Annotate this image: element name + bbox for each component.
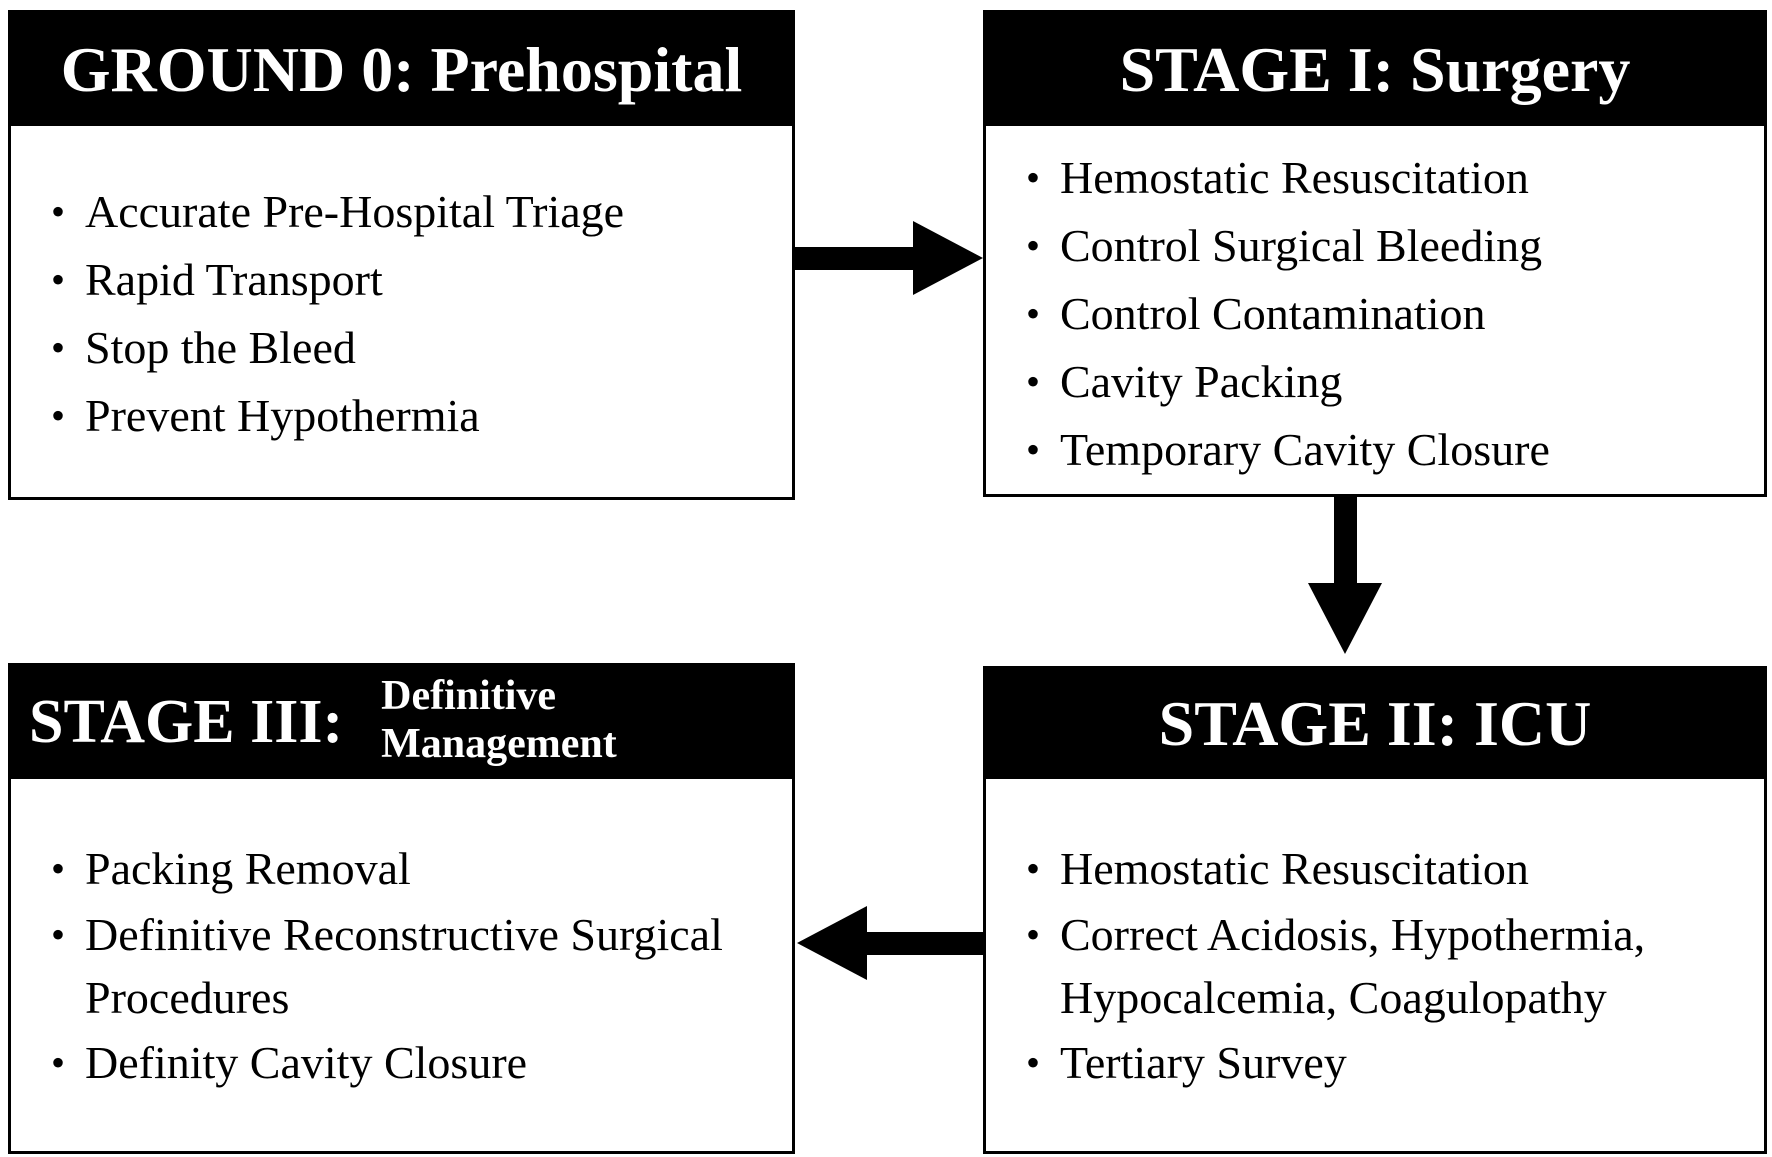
arrow-down-icon [1308, 497, 1382, 654]
arrow-left-head [797, 906, 867, 980]
bullet-icon: • [51, 912, 66, 957]
list-item-text: Packing Removal [85, 843, 411, 894]
list-item-text: Accurate Pre-Hospital Triage [85, 186, 625, 237]
list-item-text: Hemostatic Resuscitation [1060, 152, 1529, 203]
arrow-right-head [913, 221, 983, 295]
bullet-icon: • [1026, 1040, 1041, 1085]
list-item: • Hemostatic Resuscitation [1026, 144, 1764, 212]
list-item: • Prevent Hypothermia [51, 382, 792, 450]
list-item: • Rapid Transport [51, 246, 792, 314]
list-item: • Temporary Cavity Closure [1026, 416, 1764, 484]
list-item-text: Cavity Packing [1060, 356, 1343, 407]
bullet-icon: • [1026, 223, 1041, 268]
bullet-icon: • [1026, 359, 1041, 404]
list-item-text: Temporary Cavity Closure [1060, 424, 1550, 475]
stage3-list: • Packing Removal • Definitive Reconstruct… [11, 779, 792, 1097]
arrow-right-shaft [795, 247, 915, 270]
arrow-left-shaft [863, 932, 985, 955]
bullet-icon: • [1026, 427, 1041, 472]
list-item-text: Definity Cavity Closure [85, 1037, 528, 1088]
stage3-subtitle-line2: Management [381, 720, 617, 767]
arrow-left-icon [797, 906, 985, 980]
list-item-text: Prevent Hypothermia [85, 390, 480, 441]
list-item: • Control Contamination [1026, 280, 1764, 348]
bullet-icon: • [51, 1040, 66, 1085]
list-item-text: Control Surgical Bleeding [1060, 220, 1543, 271]
stage2-list: • Hemostatic Resuscitation • Correct Acido… [986, 779, 1764, 1097]
list-item-text: Control Contamination [1060, 288, 1486, 339]
list-item: • Cavity Packing [1026, 348, 1764, 416]
stage1-list: • Hemostatic Resuscitation • Control Surgi… [986, 126, 1764, 484]
list-item-text: Stop the Bleed [85, 322, 356, 373]
arrow-right-icon [795, 221, 983, 295]
arrow-down-head [1308, 583, 1382, 654]
ground0-title: GROUND 0: Prehospital [11, 13, 792, 126]
list-item: • Accurate Pre-Hospital Triage [51, 178, 792, 246]
stage2-title: STAGE II: ICU [986, 669, 1764, 779]
stage3-title: STAGE III: [29, 688, 344, 756]
list-item: • Stop the Bleed [51, 314, 792, 382]
list-item-text: Hemostatic Resuscitation [1060, 843, 1529, 894]
stage1-title: STAGE I: Surgery [986, 13, 1764, 126]
bullet-icon: • [1026, 846, 1041, 891]
bullet-icon: • [51, 393, 66, 438]
arrow-down-shaft [1334, 497, 1357, 585]
bullet-icon: • [51, 846, 66, 891]
bullet-icon: • [1026, 155, 1041, 200]
stage3-header: STAGE III: Definitive Management [11, 666, 792, 779]
list-item: • Packing Removal [51, 835, 792, 903]
list-item-text: Tertiary Survey [1060, 1037, 1347, 1088]
list-item-text: Correct Acidosis, Hypothermia, Hypocalce… [1060, 909, 1646, 1023]
stage1-box: STAGE I: Surgery • Hemostatic Resuscitati… [983, 10, 1767, 497]
list-item: • Correct Acidosis, Hypothermia, Hypocalc… [1026, 903, 1764, 1029]
stage3-subtitle: Definitive Management [381, 672, 617, 768]
stage3-subtitle-line1: Definitive [381, 672, 557, 719]
list-item: • Hemostatic Resuscitation [1026, 835, 1764, 903]
list-item: • Definity Cavity Closure [51, 1029, 792, 1097]
list-item-text: Definitive Reconstructive Surgical Proce… [85, 909, 723, 1023]
list-item: • Tertiary Survey [1026, 1029, 1764, 1097]
list-item: • Definitive Reconstructive Surgical Proc… [51, 903, 792, 1029]
list-item-text: Rapid Transport [85, 254, 383, 305]
stage2-box: STAGE II: ICU • Hemostatic Resuscitation … [983, 666, 1767, 1154]
ground0-list: • Accurate Pre-Hospital Triage • Rapid Tra… [11, 126, 792, 450]
bullet-icon: • [51, 189, 66, 234]
list-item: • Control Surgical Bleeding [1026, 212, 1764, 280]
bullet-icon: • [1026, 912, 1041, 957]
stage3-box: STAGE III: Definitive Management • Packin… [8, 663, 795, 1154]
bullet-icon: • [51, 257, 66, 302]
bullet-icon: • [51, 325, 66, 370]
ground0-box: GROUND 0: Prehospital • Accurate Pre-Hosp… [8, 10, 795, 500]
bullet-icon: • [1026, 291, 1041, 336]
